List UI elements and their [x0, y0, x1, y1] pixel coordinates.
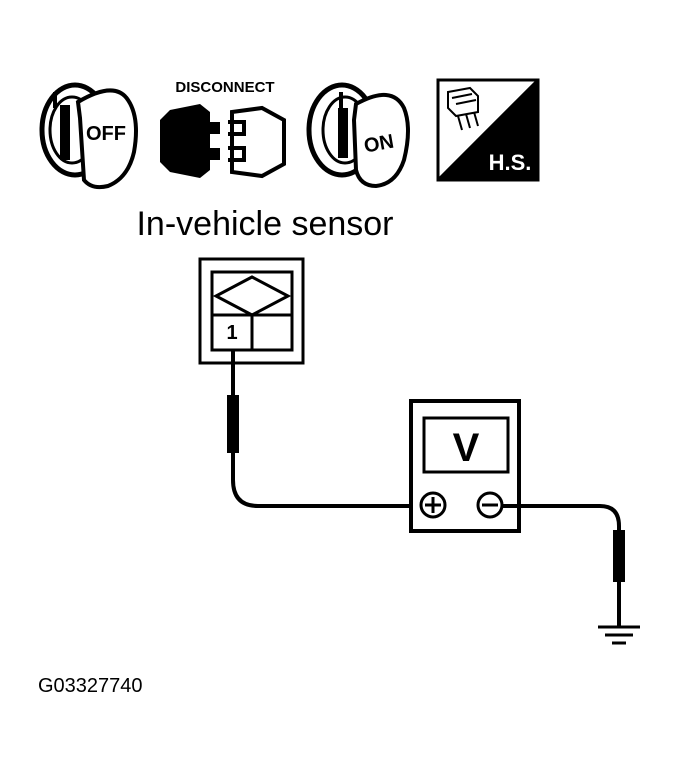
negative-probe-lead: [502, 504, 625, 626]
sensor-title: In-vehicle sensor: [136, 205, 393, 243]
ignition-key-on-icon: ON: [306, 82, 410, 189]
figure-id: G03327740: [38, 675, 143, 697]
negative-terminal: [476, 491, 504, 519]
sensor-connector: 1: [198, 257, 305, 365]
ignition-key-off-icon: OFF: [39, 82, 138, 190]
terminal-1-label: 1: [226, 322, 237, 344]
positive-terminal: [419, 491, 447, 519]
ground-symbol-icon: [598, 625, 640, 645]
disconnect-label: DISCONNECT: [175, 79, 274, 96]
connector-disconnect-icon: DISCONNECT: [160, 79, 286, 179]
voltmeter: V: [409, 399, 521, 533]
key-on-label: ON: [362, 131, 395, 158]
key-off-label: OFF: [86, 123, 126, 145]
positive-probe-lead: [227, 349, 418, 508]
harness-side-label: H.S.: [489, 150, 532, 175]
harness-connector-icon: [447, 86, 479, 131]
harness-side-connector-icon: H.S.: [436, 78, 540, 182]
voltmeter-display: V: [453, 426, 480, 470]
